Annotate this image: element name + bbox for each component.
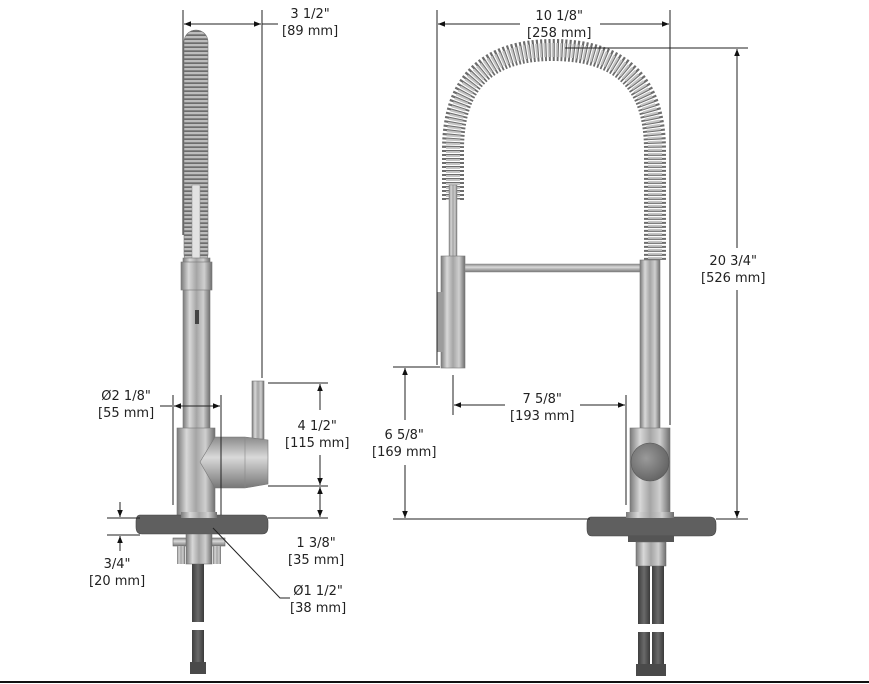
dim-body-diameter-metric: [55 mm] xyxy=(98,406,155,421)
dim-spout-height-imperial: 6 5/8" xyxy=(384,428,424,443)
dim-body-diameter-imperial: Ø2 1/8" xyxy=(101,389,151,404)
front-holder-bar xyxy=(464,263,641,273)
front-spring-arch xyxy=(442,38,666,260)
dim-handle-height-imperial: 4 1/2" xyxy=(297,419,337,434)
dim-base-height: 1 3/8" [35 mm] xyxy=(288,535,344,569)
dim-spout-height: 6 5/8" [169 mm] xyxy=(372,427,436,461)
side-view xyxy=(135,29,269,674)
dim-spout-height-metric: [169 mm] xyxy=(372,445,437,460)
dim-side-width-imperial: 3 1/2" xyxy=(290,7,330,22)
dim-deck-thickness-imperial: 3/4" xyxy=(103,557,131,572)
dim-mount-diameter-imperial: Ø1 1/2" xyxy=(293,584,343,599)
dim-overall-height-imperial: 20 3/4" xyxy=(709,254,757,269)
dim-side-width-metric: [89 mm] xyxy=(282,24,339,39)
front-supply-hoses xyxy=(636,566,666,676)
dim-overall-height-metric: [526 mm] xyxy=(701,271,766,286)
front-column xyxy=(639,259,661,431)
dim-side-width: 3 1/2" [89 mm] xyxy=(282,6,338,40)
dim-handle-height-metric: [115 mm] xyxy=(285,436,350,451)
dim-spout-reach-imperial: 7 5/8" xyxy=(522,392,562,407)
side-deck-plate xyxy=(135,514,269,535)
dim-overall-width-metric: [258 mm] xyxy=(527,26,592,41)
dim-mount-diameter: Ø1 1/2" [38 mm] xyxy=(290,583,346,617)
dimension-lines xyxy=(107,10,748,599)
dim-spout-reach: 7 5/8" [193 mm] xyxy=(510,391,574,425)
bottom-border-line xyxy=(0,681,869,683)
dim-deck-thickness-metric: [20 mm] xyxy=(89,574,146,589)
dim-body-diameter: Ø2 1/8" [55 mm] xyxy=(98,388,154,422)
front-deck-plate xyxy=(586,516,717,537)
dim-handle-height: 4 1/2" [115 mm] xyxy=(285,418,349,452)
dim-base-height-metric: [35 mm] xyxy=(288,553,345,568)
side-supply-hose xyxy=(190,564,206,674)
dim-deck-thickness: 3/4" [20 mm] xyxy=(89,556,145,590)
dim-overall-height: 20 3/4" [526 mm] xyxy=(701,253,765,287)
dim-overall-width-imperial: 10 1/8" xyxy=(535,9,583,24)
side-handle xyxy=(199,380,269,489)
front-spray-head xyxy=(440,255,466,369)
front-view xyxy=(437,38,717,676)
dim-base-height-imperial: 1 3/8" xyxy=(296,536,336,551)
dim-overall-width: 10 1/8" [258 mm] xyxy=(527,8,591,42)
side-spring-coil xyxy=(183,29,209,267)
front-handle-knob xyxy=(630,442,670,482)
dim-spout-reach-metric: [193 mm] xyxy=(510,409,575,424)
dim-mount-diameter-metric: [38 mm] xyxy=(290,601,347,616)
